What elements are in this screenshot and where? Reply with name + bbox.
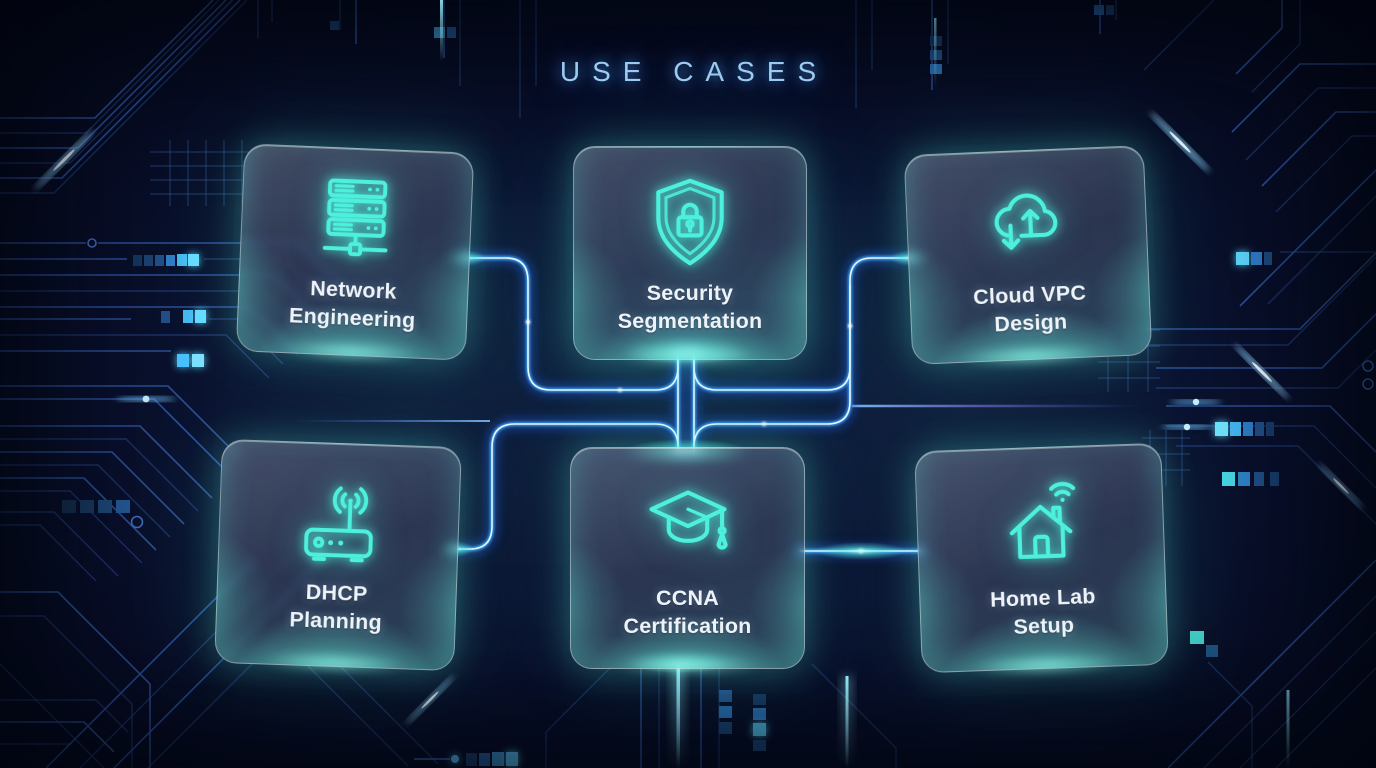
graduation-cap-icon (640, 480, 736, 576)
label-line-2: Engineering (288, 302, 416, 333)
card-label: CCNA Certification (623, 585, 751, 640)
card-label: DHCP Planning (289, 578, 383, 636)
shield-lock-icon (642, 175, 738, 271)
label-line-1: DHCP (305, 579, 368, 607)
label-line-1: Home Lab (989, 584, 1097, 612)
label-line-2: Planning (289, 606, 383, 635)
label-line-2: Segmentation (617, 308, 763, 333)
card-ccna-certification[interactable]: CCNA Certification (570, 447, 805, 669)
card-label: Security Segmentation (618, 280, 763, 335)
label-line-1: Cloud VPC (972, 280, 1087, 310)
cloud-transfer-icon (977, 175, 1077, 275)
card-dhcp-planning[interactable]: DHCP Planning (214, 438, 462, 672)
card-security-segmentation[interactable]: Security Segmentation (573, 146, 807, 360)
label-line-2: Setup (1013, 612, 1075, 639)
card-home-wifi-setup[interactable]: Home Lab Setup (914, 442, 1169, 674)
label-line-2: Certification (623, 613, 752, 638)
label-line-2: Design (993, 308, 1068, 336)
card-label: Network Engineering (288, 274, 417, 334)
card-cloud-vpc-design[interactable]: Cloud VPC Design (903, 145, 1153, 365)
label-line-1: CCNA (656, 585, 719, 610)
page-title: USE CASES (559, 56, 829, 87)
card-network-engineering[interactable]: Network Engineering (235, 143, 475, 361)
wireless-router-icon (291, 477, 386, 572)
card-label: Home Lab Setup (990, 583, 1097, 642)
server-stack-icon (308, 174, 404, 270)
card-label: Cloud VPC Design (973, 280, 1088, 340)
label-line-1: Security (646, 280, 734, 305)
home-wifi-icon (991, 478, 1090, 577)
